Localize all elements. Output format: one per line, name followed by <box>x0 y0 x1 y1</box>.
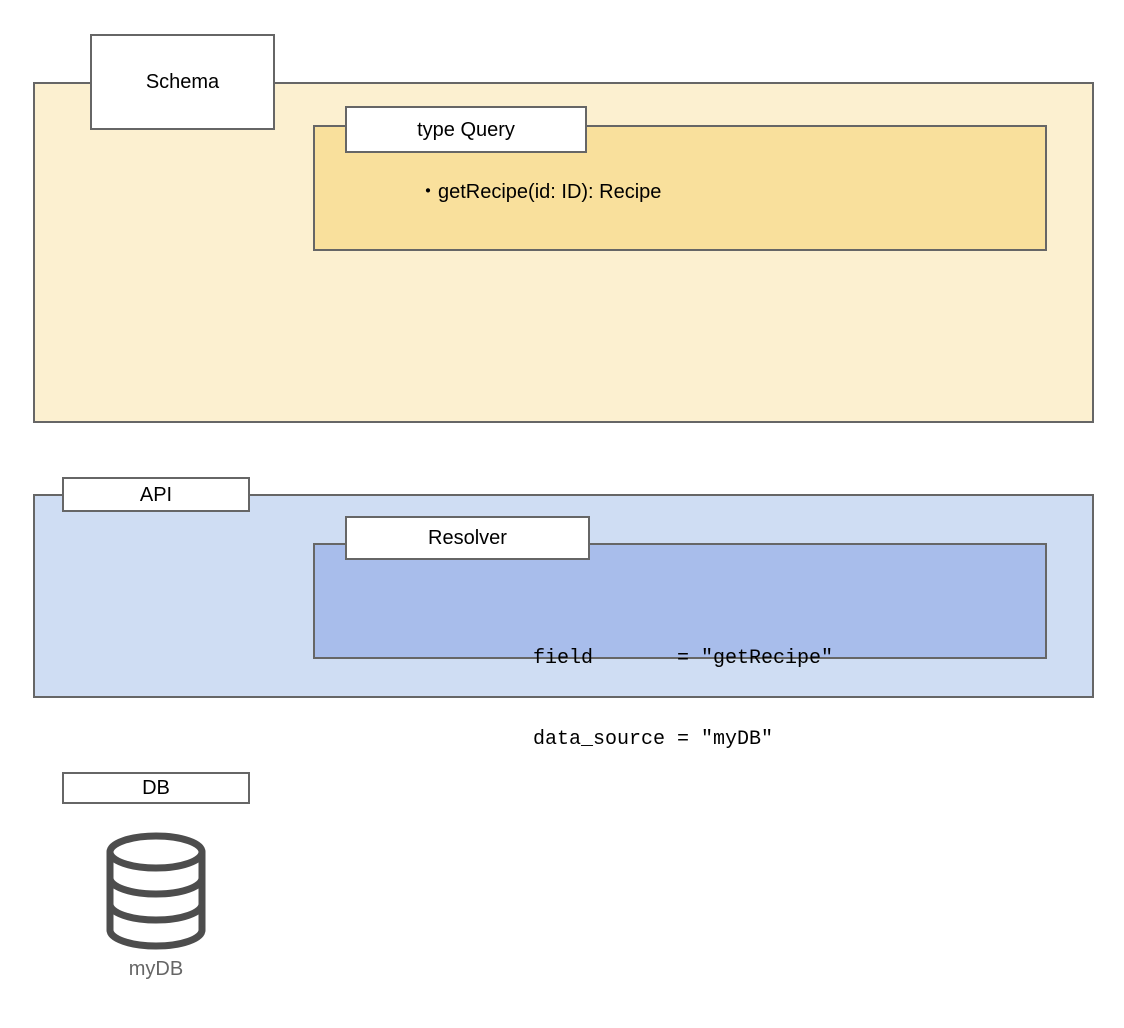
type-query-package-label: type Query <box>345 106 587 153</box>
database-cylinder-svg <box>106 832 206 950</box>
api-package-label: API <box>62 477 250 512</box>
database-cylinder-icon <box>104 832 208 950</box>
type-query-field-list: ・getRecipe(id: ID): Recipe <box>418 181 662 203</box>
db-label-text: DB <box>142 777 170 799</box>
schema-package-label: Schema <box>90 34 275 130</box>
type-query-label-text: type Query <box>417 118 515 141</box>
api-label-text: API <box>139 483 173 506</box>
resolver-property-data-source: data_source = "myDB" <box>533 728 774 751</box>
db-package-label: DB <box>62 772 250 804</box>
resolver-package-container <box>313 543 1047 659</box>
resolver-label-text: Resolver <box>428 527 507 549</box>
resolver-properties: field = "getRecipe" data_source = "myDB" <box>533 591 833 780</box>
db-node-caption: myDB <box>128 958 184 980</box>
resolver-package-label: Resolver <box>345 516 590 560</box>
resolver-property-field: field = "getRecipe" <box>533 647 834 670</box>
schema-label-text: Schema <box>145 71 220 93</box>
